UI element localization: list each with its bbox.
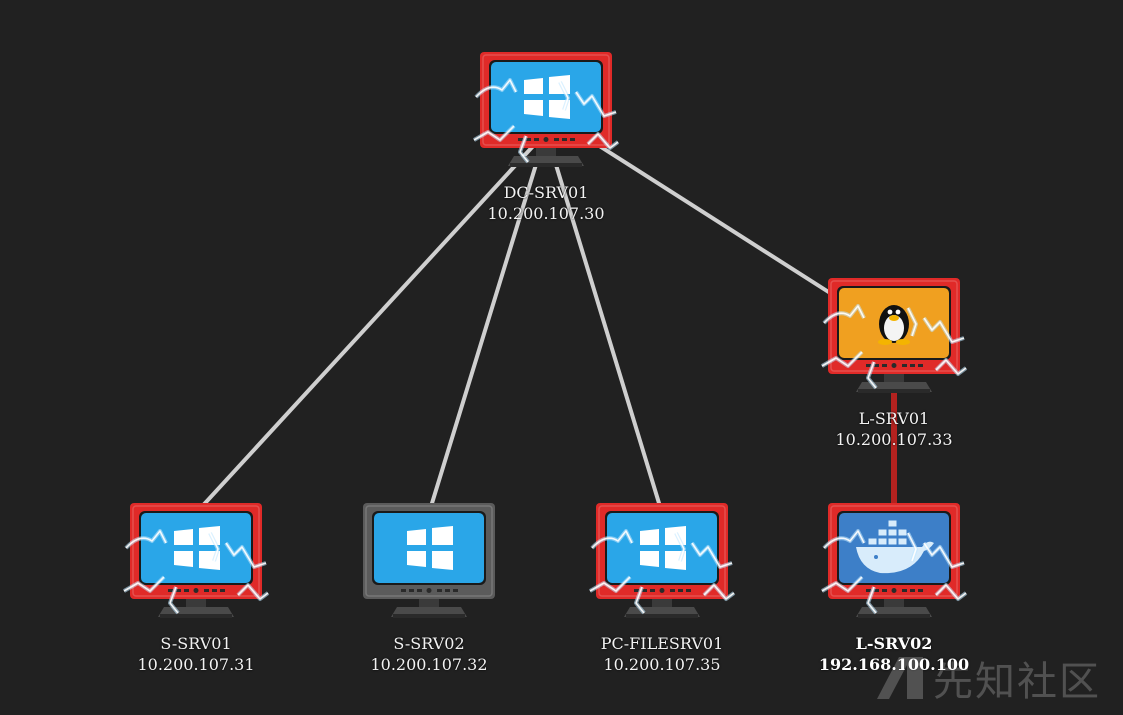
- compromised-lightning-effect: [821, 529, 968, 615]
- node-hostname: L-SRV01: [858, 409, 930, 428]
- monitor-icon: [480, 52, 612, 167]
- node-ip: 10.200.107.35: [603, 655, 721, 674]
- node-label-dc: DC-SRV01 10.200.107.30: [426, 182, 666, 224]
- watermark: 先知社区: [875, 649, 1101, 707]
- node-ssrv01[interactable]: [123, 503, 270, 618]
- node-ip: 10.200.107.31: [137, 655, 255, 674]
- node-ip: 10.200.107.32: [370, 655, 488, 674]
- monitor-buttons: [168, 588, 225, 593]
- compromised-lightning-effect: [821, 304, 968, 390]
- edge-dc-lsrv01[interactable]: [588, 138, 840, 300]
- node-lsrv02[interactable]: [821, 503, 968, 618]
- node-hostname: S-SRV02: [393, 634, 465, 653]
- monitor-buttons: [401, 588, 458, 593]
- monitor-icon: [363, 503, 495, 618]
- node-pcfile[interactable]: [589, 503, 736, 618]
- node-label-ssrv02: S-SRV02 10.200.107.32: [309, 633, 549, 675]
- monitor-icon: [130, 503, 262, 618]
- watermark-text: 先知社区: [933, 659, 1101, 705]
- node-label-pcfile: PC-FILESRV01 10.200.107.35: [542, 633, 782, 675]
- linux-penguin-icon: [878, 305, 910, 345]
- node-hostname: DC-SRV01: [503, 183, 589, 202]
- edge-dc-pcfile[interactable]: [544, 130, 664, 515]
- monitor-buttons: [518, 137, 575, 142]
- compromised-lightning-effect: [589, 529, 736, 615]
- node-hostname: L-SRV02: [855, 634, 933, 653]
- compromised-lightning-effect: [123, 529, 270, 615]
- node-ip: 10.200.107.30: [487, 204, 605, 223]
- node-lsrv01[interactable]: [821, 278, 968, 393]
- node-ip: 192.168.100.100: [818, 655, 970, 674]
- compromised-lightning-effect: [473, 78, 620, 164]
- xz-logo-icon: [877, 657, 923, 699]
- node-label-lsrv02: L-SRV02 192.168.100.100: [774, 633, 1014, 675]
- monitor-buttons: [866, 363, 923, 368]
- edge-dc-ssrv01[interactable]: [194, 130, 548, 515]
- windows-logo-icon: [407, 526, 453, 570]
- node-ssrv02[interactable]: [363, 503, 495, 618]
- node-hostname: PC-FILESRV01: [600, 634, 724, 653]
- node-dc[interactable]: [473, 52, 620, 167]
- node-ip: 10.200.107.33: [835, 430, 953, 449]
- monitor-buttons: [634, 588, 691, 593]
- node-label-ssrv01: S-SRV01 10.200.107.31: [76, 633, 316, 675]
- monitor-buttons: [866, 588, 923, 593]
- node-label-lsrv01: L-SRV01 10.200.107.33: [774, 408, 1014, 450]
- node-hostname: S-SRV01: [160, 634, 232, 653]
- monitor-icon: [596, 503, 728, 618]
- edge-dc-ssrv02[interactable]: [427, 130, 548, 515]
